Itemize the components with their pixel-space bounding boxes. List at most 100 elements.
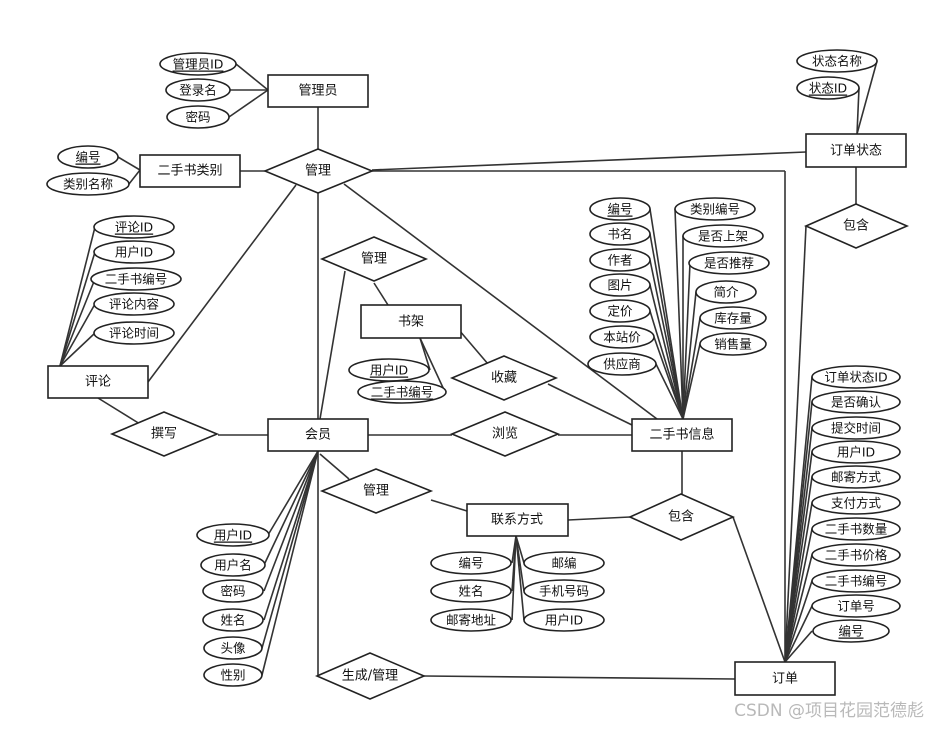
entity-label: 二手书信息	[649, 427, 714, 443]
attribute-label: 二手书数量	[825, 522, 888, 537]
attribute-label: 密码	[220, 584, 245, 599]
attribute-member-username: 用户名	[200, 553, 266, 577]
attribute-label: 图片	[607, 278, 632, 293]
attribute-label: 订单状态ID	[824, 370, 887, 385]
attribute-label: 是否确认	[831, 395, 882, 410]
relation-label: 管理	[363, 484, 389, 499]
attribute-order-submit-time: 提交时间	[811, 416, 901, 440]
relation-collect: 收藏	[449, 355, 559, 401]
attribute-label: 评论内容	[109, 297, 159, 312]
entity-shelf: 书架	[360, 304, 462, 339]
attribute-label: 状态ID	[809, 81, 847, 96]
attribute-label: 密码	[185, 110, 210, 125]
relation-label: 撰写	[151, 427, 177, 442]
attribute-book-recommended: 是否推荐	[688, 251, 770, 275]
attribute-member-avatar: 头像	[203, 636, 263, 660]
entity-label: 二手书类别	[157, 164, 222, 179]
attribute-order-book-price: 二手书价格	[811, 543, 901, 567]
relation-generate: 生成/管理	[314, 652, 427, 700]
attribute-status-id: 状态ID	[796, 76, 860, 100]
attribute-order-shipping: 邮寄方式	[811, 465, 901, 489]
attribute-member-password: 密码	[202, 579, 264, 603]
attribute-label: 用户ID	[370, 363, 408, 378]
attribute-label: 订单号	[837, 599, 875, 614]
attribute-contact-phone: 手机号码	[523, 579, 605, 603]
attribute-member-name: 姓名	[202, 608, 264, 632]
attribute-comment-content: 评论内容	[93, 292, 175, 316]
attribute-label: 评论时间	[109, 326, 159, 341]
attribute-label: 二手书编号	[371, 385, 434, 400]
attribute-label: 作者	[607, 253, 632, 268]
entity-book: 二手书信息	[631, 418, 733, 452]
attribute-order-id: 编号	[812, 619, 890, 643]
attribute-contact-zip: 邮编	[523, 551, 605, 575]
attribute-book-author: 作者	[589, 248, 651, 272]
attribute-label: 性别	[220, 668, 245, 683]
attribute-label: 编号	[75, 150, 100, 165]
relation-label: 管理	[305, 164, 331, 179]
attribute-label: 书名	[607, 227, 632, 242]
attribute-order-book-no: 二手书编号	[811, 569, 901, 593]
entity-category: 二手书类别	[139, 154, 241, 188]
attribute-order-book-qty: 二手书数量	[811, 517, 901, 541]
relation-label: 包含	[668, 509, 694, 525]
attribute-label: 二手书价格	[825, 548, 888, 563]
attribute-label: 定价	[607, 304, 633, 319]
entity-label: 订单	[772, 672, 798, 687]
attribute-book-supplier: 供应商	[587, 352, 657, 376]
attribute-contact-name: 姓名	[430, 579, 512, 603]
relation-label: 生成/管理	[342, 669, 398, 684]
attribute-label: 支付方式	[831, 496, 882, 511]
attribute-label: 用户ID	[115, 245, 153, 260]
attribute-label: 简介	[713, 285, 739, 300]
attribute-label: 是否上架	[698, 229, 748, 244]
relation-contain-status: 包含	[804, 203, 910, 249]
attribute-shelf-user-id: 用户ID	[348, 358, 430, 382]
entity-label: 管理员	[298, 84, 337, 99]
relation-browse: 浏览	[449, 411, 561, 457]
attribute-member-gender: 性别	[203, 663, 263, 687]
attribute-admin-login: 登录名	[165, 78, 231, 102]
attribute-book-stock: 库存量	[699, 306, 767, 330]
entity-label: 联系方式	[491, 512, 543, 528]
entity-comment: 评论	[47, 365, 149, 399]
attribute-book-summary: 简介	[695, 280, 757, 304]
attribute-label: 供应商	[603, 357, 641, 372]
relation-label: 收藏	[491, 371, 517, 386]
attribute-book-id: 编号	[589, 197, 651, 221]
entity-label: 订单状态	[830, 144, 882, 159]
attribute-label: 编号	[458, 556, 483, 571]
attribute-contact-id: 编号	[430, 551, 512, 575]
attribute-contact-address: 邮寄地址	[430, 608, 512, 632]
relation-label: 包含	[843, 218, 869, 234]
entity-order: 订单	[734, 661, 836, 696]
watermark: CSDN @项目花园范德彪	[734, 701, 924, 721]
attribute-label: 销售量	[714, 337, 752, 352]
relation-write: 撰写	[109, 411, 220, 457]
attribute-label: 用户ID	[837, 445, 875, 460]
attribute-admin-password: 密码	[166, 105, 230, 129]
attribute-label: 状态名称	[812, 54, 862, 69]
attribute-label: 姓名	[220, 613, 245, 628]
attribute-label: 姓名	[458, 584, 483, 599]
attribute-status-name: 状态名称	[796, 49, 878, 73]
attribute-label: 登录名	[179, 83, 217, 98]
attribute-label: 手机号码	[539, 584, 589, 599]
attribute-label: 二手书编号	[105, 272, 168, 287]
attribute-label: 邮编	[551, 556, 576, 571]
relation-contain-order: 包含	[628, 493, 735, 541]
attribute-book-title: 书名	[589, 222, 651, 246]
attribute-book-price: 定价	[589, 299, 651, 323]
attribute-label: 管理员ID	[173, 57, 224, 72]
entity-label: 会员	[305, 428, 331, 443]
attribute-book-site-price: 本站价	[589, 325, 655, 349]
entity-order-status: 订单状态	[805, 133, 907, 168]
attribute-book-on-shelf: 是否上架	[682, 224, 764, 248]
attribute-label: 库存量	[714, 311, 752, 326]
attribute-label: 用户ID	[545, 613, 583, 628]
attribute-book-category-no: 类别编号	[674, 197, 756, 221]
attribute-comment-id: 评论ID	[93, 215, 175, 239]
attribute-order-payment: 支付方式	[811, 491, 901, 515]
attribute-category-name: 类别名称	[46, 172, 130, 196]
